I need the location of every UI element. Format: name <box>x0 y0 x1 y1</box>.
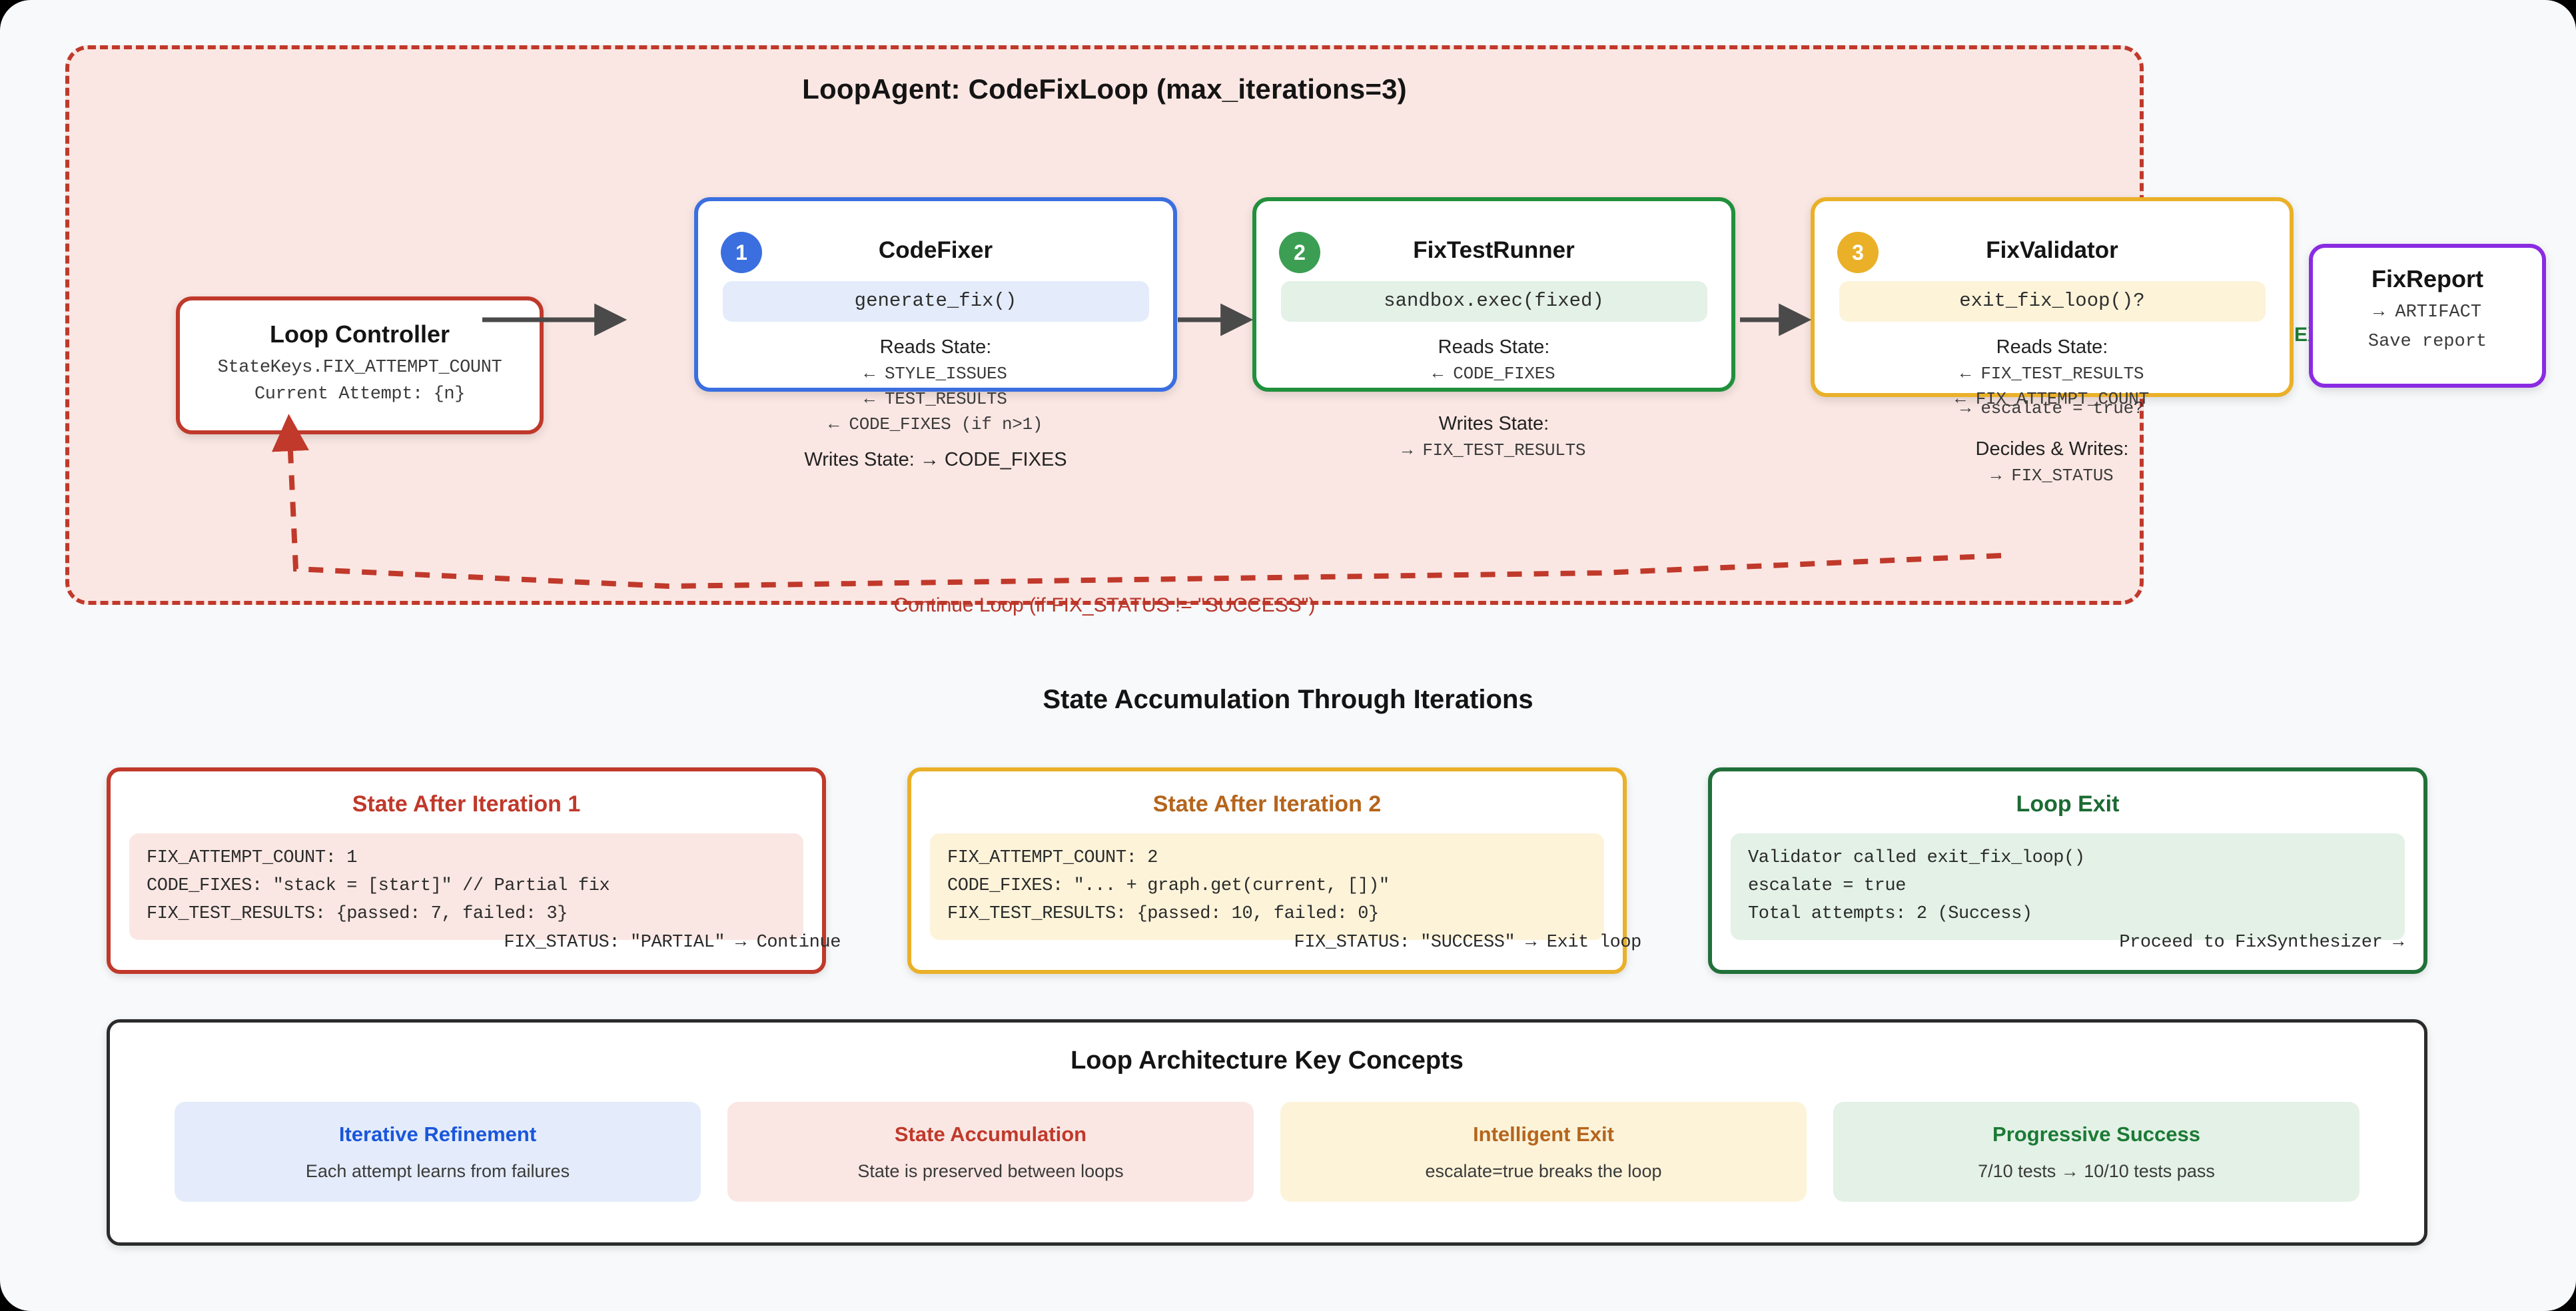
state-card-body: FIX_ATTEMPT_COUNT: 2 CODE_FIXES: "... + … <box>930 833 1604 940</box>
agent-call-fixvalidator: exit_fix_loop()? <box>1839 281 2266 322</box>
reads-state-item: ← CODE_FIXES (if n>1) <box>828 414 1043 434</box>
state-row: escalate = true <box>1748 876 1907 896</box>
key-concepts-row: Iterative Refinement Each attempt learns… <box>110 1102 2424 1202</box>
state-card-title: State After Iteration 1 <box>352 791 581 817</box>
writes-state-item: → FIX_TEST_RESULTS <box>1402 440 1586 460</box>
writes-state-item: → FIX_STATUS <box>1990 466 2114 486</box>
agent-node-fixtestrunner[interactable]: 2 FixTestRunner sandbox.exec(fixed) Read… <box>1252 197 1735 460</box>
state-row: FIX_ATTEMPT_COUNT: 1 <box>147 848 358 868</box>
loop-controller-attempt: Current Attempt: {n} <box>254 384 466 404</box>
concept-subtitle: State is preserved between loops <box>857 1160 1124 1181</box>
concept-subtitle: escalate=true breaks the loop <box>1425 1160 1662 1181</box>
agent-title-fixtestrunner: FixTestRunner <box>1413 237 1575 263</box>
loop-agent-container: LoopAgent: CodeFixLoop (max_iterations=3… <box>65 45 2339 616</box>
concept-card-state-accumulation[interactable]: State Accumulation State is preserved be… <box>727 1102 1254 1202</box>
loop-controller-title: Loop Controller <box>270 320 450 348</box>
agent-title-codefixer: CodeFixer <box>878 237 993 263</box>
state-card-title: State After Iteration 2 <box>1152 791 1382 817</box>
reads-state-item: ← FIX_TEST_RESULTS <box>1960 364 2144 384</box>
key-concepts-heading: Loop Architecture Key Concepts <box>1071 1047 1464 1075</box>
continue-loop-label: Continue Loop (if FIX_STATUS != "SUCCESS… <box>893 594 1316 616</box>
agent-node-codefixer[interactable]: 1 CodeFixer generate_fix() Reads State: … <box>694 197 1177 470</box>
agent-title-fixvalidator: FixValidator <box>1986 237 2118 263</box>
state-card-iteration-2[interactable]: State After Iteration 2 FIX_ATTEMPT_COUN… <box>907 767 1641 974</box>
state-card-body: Validator called exit_fix_loop() escalat… <box>1731 833 2405 940</box>
concept-subtitle: Each attempt learns from failures <box>305 1160 570 1181</box>
concept-card-intelligent-exit[interactable]: Intelligent Exit escalate=true breaks th… <box>1280 1102 1807 1202</box>
state-card-footer: FIX_STATUS: "PARTIAL" → Continue <box>504 933 841 953</box>
reads-state-item: ← CODE_FIXES <box>1432 364 1555 384</box>
concept-title: Progressive Success <box>1992 1122 2200 1146</box>
step-badge-3: 3 <box>1837 232 1879 273</box>
reads-state-label-2: Reads State: <box>1438 336 1550 358</box>
step-badge-2: 2 <box>1279 232 1320 273</box>
state-row: FIX_TEST_RESULTS: {passed: 10, failed: 0… <box>947 904 1379 924</box>
state-row: Total attempts: 2 (Success) <box>1748 904 2032 924</box>
reads-state-label-1: Reads State: <box>879 336 992 358</box>
concept-card-progressive-success[interactable]: Progressive Success 7/10 tests → 10/10 t… <box>1833 1102 2360 1202</box>
concept-title: State Accumulation <box>894 1122 1087 1146</box>
reads-state-item: ← STYLE_ISSUES <box>864 364 1007 384</box>
writes-state-label-2: Writes State: <box>1438 413 1549 434</box>
state-row: CODE_FIXES: "stack = [start]" // Partial… <box>147 876 610 896</box>
reads-state-item: ← TEST_RESULTS <box>864 389 1007 409</box>
writes-state-inline-1: Writes State: → CODE_FIXES <box>804 449 1067 470</box>
escalate-note: → escalate = true? <box>1960 398 2144 418</box>
fix-report-artifact: → ARTIFACT <box>2373 302 2482 322</box>
state-card-title: Loop Exit <box>2016 791 2120 817</box>
state-row: Validator called exit_fix_loop() <box>1748 848 2085 868</box>
state-card-loop-exit[interactable]: Loop Exit Validator called exit_fix_loop… <box>1708 767 2427 974</box>
state-card-footer: Proceed to FixSynthesizer → <box>2119 933 2403 953</box>
loop-controller-statekey: StateKeys.FIX_ATTEMPT_COUNT <box>217 358 502 378</box>
fix-report-node[interactable]: FixReport → ARTIFACT Save report <box>2309 244 2546 388</box>
step-badge-1: 1 <box>721 232 762 273</box>
concept-title: Iterative Refinement <box>338 1122 537 1146</box>
fix-report-title: FixReport <box>2371 265 2483 292</box>
state-row: CODE_FIXES: "... + graph.get(current, []… <box>947 876 1390 896</box>
state-row: FIX_TEST_RESULTS: {passed: 7, failed: 3} <box>147 904 568 924</box>
agent-call-fixtestrunner: sandbox.exec(fixed) <box>1280 281 1707 322</box>
arrow-continue-loop-dashed <box>271 414 2002 590</box>
state-card-iteration-1[interactable]: State After Iteration 1 FIX_ATTEMPT_COUN… <box>107 767 841 974</box>
agent-call-codefixer: generate_fix() <box>722 281 1149 322</box>
state-card-body: FIX_ATTEMPT_COUNT: 1 CODE_FIXES: "stack … <box>129 833 803 940</box>
spacer <box>1274 384 1714 398</box>
concept-subtitle: 7/10 tests → 10/10 tests pass <box>1978 1160 2215 1181</box>
key-concepts-panel: Loop Architecture Key Concepts Iterative… <box>107 1019 2427 1246</box>
loop-agent-title: LoopAgent: CodeFixLoop (max_iterations=3… <box>802 73 1407 105</box>
state-row: FIX_ATTEMPT_COUNT: 2 <box>947 848 1158 868</box>
state-section-heading: State Accumulation Through Iterations <box>1043 685 1533 714</box>
state-card-footer: FIX_STATUS: "SUCCESS" → Exit loop <box>1294 933 1642 953</box>
agent-node-fixvalidator[interactable]: 3 FixValidator exit_fix_loop()? Reads St… <box>1811 197 2294 486</box>
concept-title: Intelligent Exit <box>1473 1122 1614 1146</box>
writes-state-label-3: Decides & Writes: <box>1975 438 2129 460</box>
concept-card-iterative-refinement[interactable]: Iterative Refinement Each attempt learns… <box>175 1102 701 1202</box>
loop-controller-node[interactable]: Loop Controller StateKeys.FIX_ATTEMPT_CO… <box>176 296 544 434</box>
reads-state-item: ← FIX_ATTEMPT_COUNT <box>1955 389 2149 409</box>
reads-state-label-3: Reads State: <box>1996 336 2108 358</box>
fix-report-save: Save report <box>2367 332 2487 352</box>
